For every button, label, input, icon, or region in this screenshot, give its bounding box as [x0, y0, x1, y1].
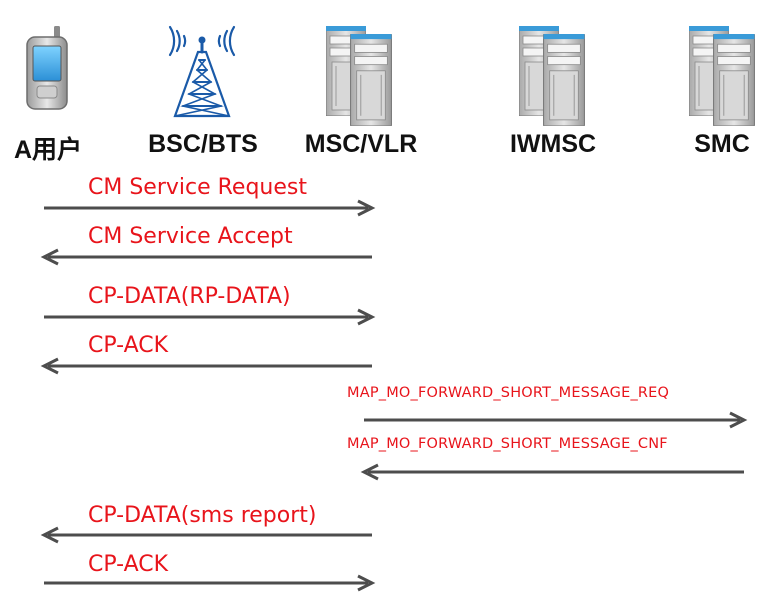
message-label: CP-ACK	[88, 333, 169, 358]
server-icon	[326, 26, 392, 126]
entity-label-a-user: A用户	[13, 136, 83, 164]
message-label: CM Service Request	[88, 175, 308, 200]
server-icon	[689, 26, 755, 126]
server-icon	[519, 26, 585, 126]
message-label: CP-DATA(sms report)	[88, 503, 317, 528]
message-label: MAP_MO_FORWARD_SHORT_MESSAGE_CNF	[347, 436, 668, 452]
message-arrows	[40, 199, 748, 592]
message-label: CM Service Accept	[88, 224, 293, 249]
message-arrow	[40, 248, 372, 266]
entity-label-smc: SMC	[694, 130, 750, 158]
mobile-phone-icon	[26, 26, 68, 110]
message-arrow	[40, 526, 372, 544]
message-arrow	[44, 308, 376, 326]
message-arrow	[364, 411, 748, 429]
message-label: CP-DATA(RP-DATA)	[88, 284, 291, 309]
message-arrow	[44, 574, 376, 592]
message-arrow	[360, 463, 744, 481]
entity-label-iwmsc: IWMSC	[509, 130, 597, 158]
message-label: MAP_MO_FORWARD_SHORT_MESSAGE_REQ	[347, 385, 670, 401]
message-label: CP-ACK	[88, 552, 169, 577]
entity-label-bsc-bts: BSC/BTS	[148, 130, 258, 158]
message-arrow	[44, 199, 376, 217]
radio-tower-icon	[168, 25, 236, 118]
entity-label-msc-vlr: MSC/VLR	[304, 130, 418, 158]
message-arrow	[40, 357, 372, 375]
